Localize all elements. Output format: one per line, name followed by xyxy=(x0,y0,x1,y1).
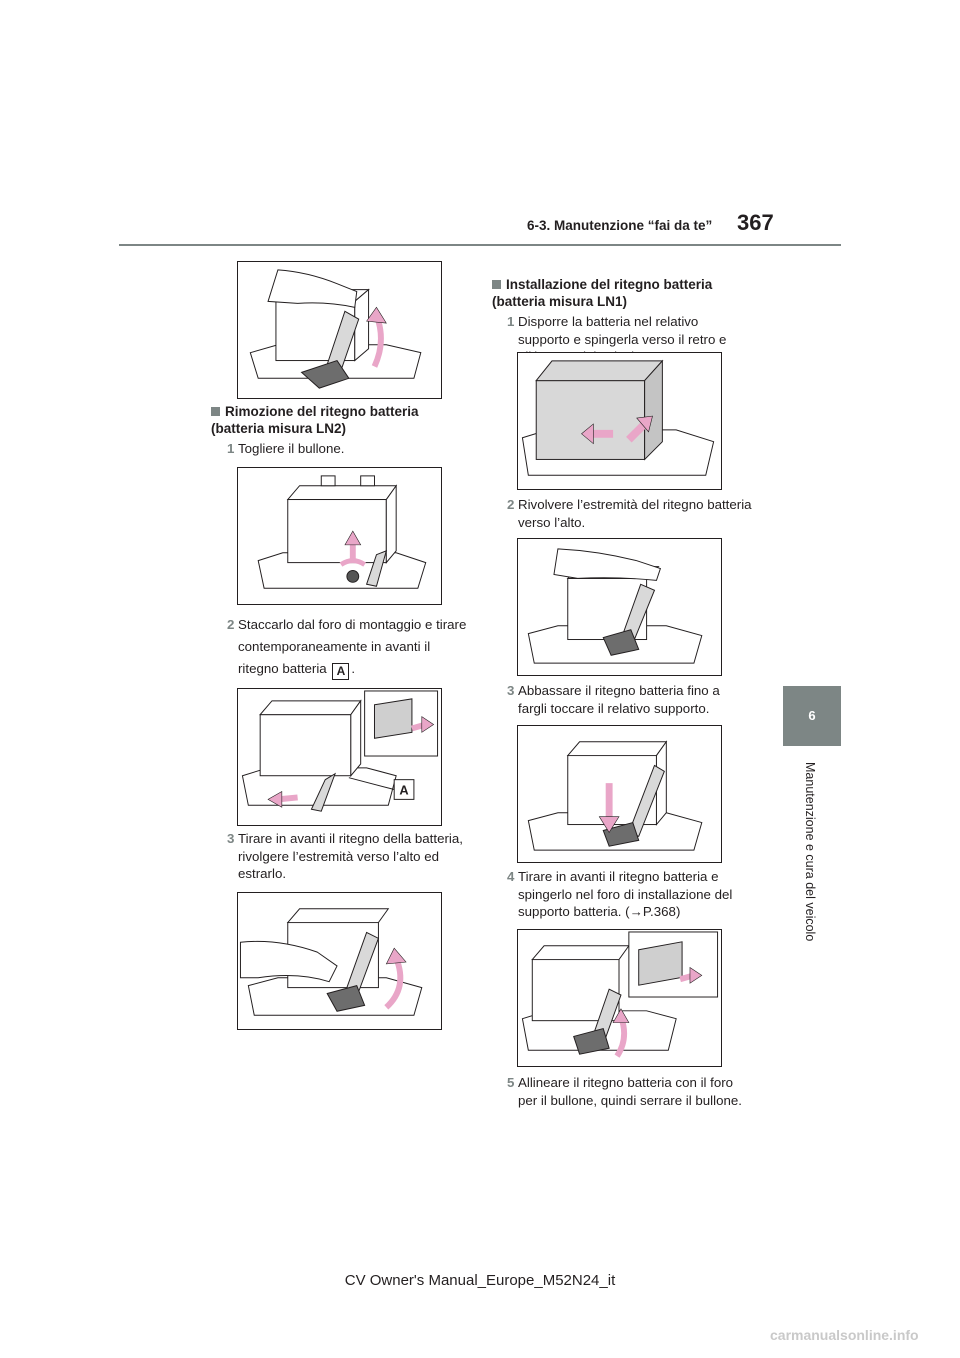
watermark[interactable]: carmanualsonline.info xyxy=(770,1327,919,1343)
step-install-2: 2 Rivolvere l’estremità del ritegno batt… xyxy=(507,496,752,531)
figure-position-battery xyxy=(517,352,722,490)
step-number: 4 xyxy=(507,869,515,884)
battery-illustration xyxy=(521,931,719,1058)
section-square-icon xyxy=(211,407,220,416)
section-title: 6-3. Manutenzione “fai da te” xyxy=(527,218,713,233)
step-number: 3 xyxy=(227,831,235,846)
step-text: Togliere il bullone. xyxy=(238,441,345,456)
battery-illustration xyxy=(521,359,715,476)
figure-pull-out-clamp xyxy=(237,892,442,1030)
step-text-end: . xyxy=(351,661,356,676)
chapter-title: Manutenzione e cura del veicolo xyxy=(803,762,817,942)
battery-illustration xyxy=(257,475,427,589)
step-text: Tirare in avanti il ritegno batteria e s… xyxy=(518,869,733,919)
section-heading-installation: Installazione del ritegno batteria (batt… xyxy=(492,276,754,310)
battery-illustration xyxy=(527,548,703,664)
step-text: Tirare in avanti il ritegno della batter… xyxy=(238,831,463,881)
manual-footer: CV Owner's Manual_Europe_M52N24_it xyxy=(344,1272,616,1289)
step-install-3: 3 Abbassare il ritegno batteria fino a f… xyxy=(507,682,752,717)
step-text: Rivolvere l’estremità del ritegno batter… xyxy=(518,497,752,530)
step-removal-2: 2 Staccarlo dal foro di montaggio e tira… xyxy=(227,614,467,680)
section-heading-text: Installazione del ritegno batteria (batt… xyxy=(492,277,713,309)
chapter-tab[interactable]: 6 xyxy=(783,686,841,746)
step-number: 5 xyxy=(507,1075,515,1090)
step-number: 3 xyxy=(507,683,515,698)
step-number: 2 xyxy=(507,497,515,512)
figure-insert-clamp xyxy=(517,929,722,1067)
step-text: Allineare il ritegno batteria con il for… xyxy=(518,1075,742,1108)
battery-illustration xyxy=(239,908,423,1016)
step-number: 1 xyxy=(227,441,235,456)
step-text: Staccarlo dal foro di montaggio e tirare… xyxy=(238,617,467,676)
battery-illustration xyxy=(527,740,703,851)
section-heading-text: Rimozione del ritegno batteria (batteria… xyxy=(211,404,419,436)
step-number: 2 xyxy=(227,617,235,632)
figure-remove-clamp-lift xyxy=(237,261,442,399)
header-divider xyxy=(119,244,841,246)
section-heading-removal: Rimozione del ritegno batteria (batteria… xyxy=(211,403,473,437)
step-removal-3: 3 Tirare in avanti il ritegno della batt… xyxy=(227,830,467,883)
figure-remove-bolt xyxy=(237,467,442,605)
figure-label-a: A xyxy=(399,782,408,797)
step-removal-1: 1 Togliere il bullone. xyxy=(227,440,467,458)
section-square-icon xyxy=(492,280,501,289)
step-text: Abbassare il ritegno batteria fino a far… xyxy=(518,683,720,716)
battery-illustration xyxy=(249,269,422,389)
figure-lower-clamp xyxy=(517,725,722,863)
figure-detach-clamp: A xyxy=(237,688,442,826)
figure-turn-clamp-up xyxy=(517,538,722,676)
step-number: 1 xyxy=(507,314,515,329)
callout-label-a: A xyxy=(332,663,350,680)
step-install-4: 4 Tirare in avanti il ritegno batteria e… xyxy=(507,868,752,921)
step-install-5: 5 Allineare il ritegno batteria con il f… xyxy=(507,1074,752,1109)
battery-illustration: A xyxy=(241,690,439,812)
page-number: 367 xyxy=(737,210,774,235)
